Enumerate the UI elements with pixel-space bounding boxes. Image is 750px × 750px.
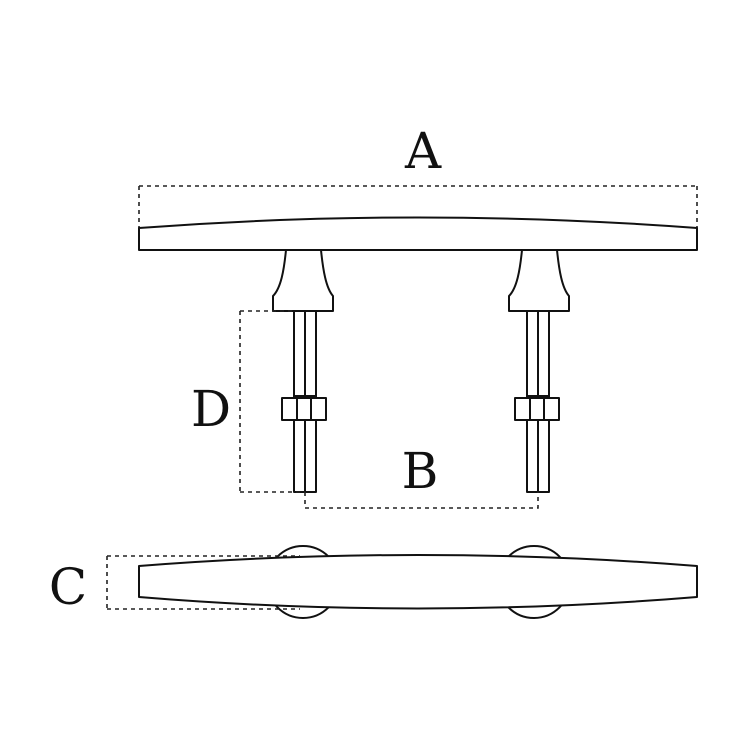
cleat-base-left: [272, 249, 334, 312]
cleat-top-view: C: [49, 545, 698, 619]
dimension-line-a: [138, 185, 698, 250]
nut-left: [281, 397, 327, 421]
label-c: C: [49, 558, 87, 616]
cleat-horn-top: [138, 554, 698, 610]
cleat-base-right: [508, 249, 570, 312]
dimension-line-c: [106, 555, 300, 610]
label-d: D: [191, 380, 231, 438]
bolt-left: [281, 310, 327, 493]
cleat-side-view: A D B: [138, 122, 698, 509]
label-b: B: [402, 442, 439, 500]
dimension-line-b: [304, 492, 539, 509]
dimension-line-d: [239, 310, 305, 493]
nut-right: [514, 397, 560, 421]
cleat-horn-side: [138, 216, 698, 251]
bolt-right: [514, 310, 560, 493]
label-a: A: [404, 122, 442, 180]
